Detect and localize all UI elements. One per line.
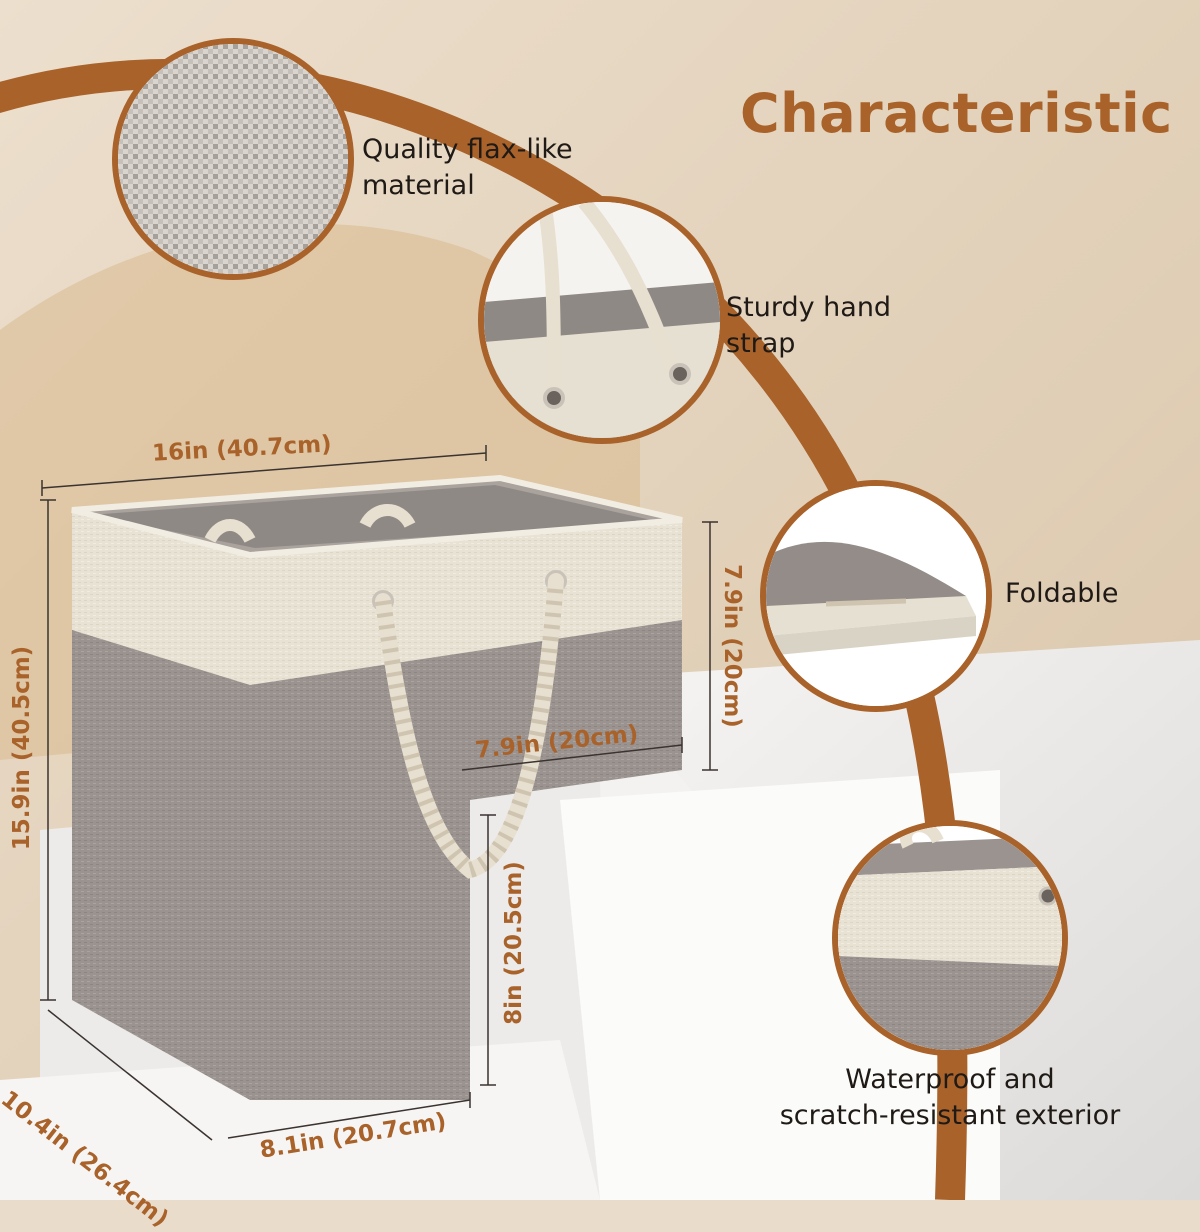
feature-foldable-circle (760, 480, 992, 712)
feature-fabric-circle (112, 38, 354, 280)
basket-corner-icon (838, 826, 1062, 1050)
feature-waterproof-circle (832, 820, 1068, 1056)
dimension-lines (40, 445, 718, 1141)
feature-strap-circle (478, 196, 726, 444)
feature-waterproof-line2: scratch-resistant exterior (779, 1100, 1121, 1131)
basket-illustration (71, 474, 683, 1100)
feature-waterproof-text: Waterproof and scratch-resistant exterio… (760, 1062, 1140, 1134)
feature-fabric-text: Quality flax-like material (362, 132, 573, 204)
dimension-top-height-label: 7.9in (20cm) (718, 564, 745, 728)
feature-strap-line2: strap (726, 328, 796, 359)
feature-fabric-line1: Quality flax-like (362, 134, 573, 165)
page-title: Characteristic (740, 82, 1173, 145)
feature-fabric-line2: material (362, 170, 475, 201)
feature-foldable-text: Foldable (1005, 576, 1119, 612)
rope-handle-icon (484, 202, 720, 438)
feature-foldable-line1: Foldable (1005, 578, 1119, 609)
dimension-height-label: 15.9in (40.5cm) (9, 645, 36, 851)
feature-waterproof-line1: Waterproof and (845, 1064, 1055, 1095)
feature-strap-text: Sturdy hand strap (726, 290, 891, 362)
dimension-lower-height-label: 8in (20.5cm) (500, 861, 527, 1025)
folded-basket-icon (766, 486, 986, 706)
feature-strap-line1: Sturdy hand (726, 292, 892, 323)
fabric-texture-icon (118, 44, 348, 274)
